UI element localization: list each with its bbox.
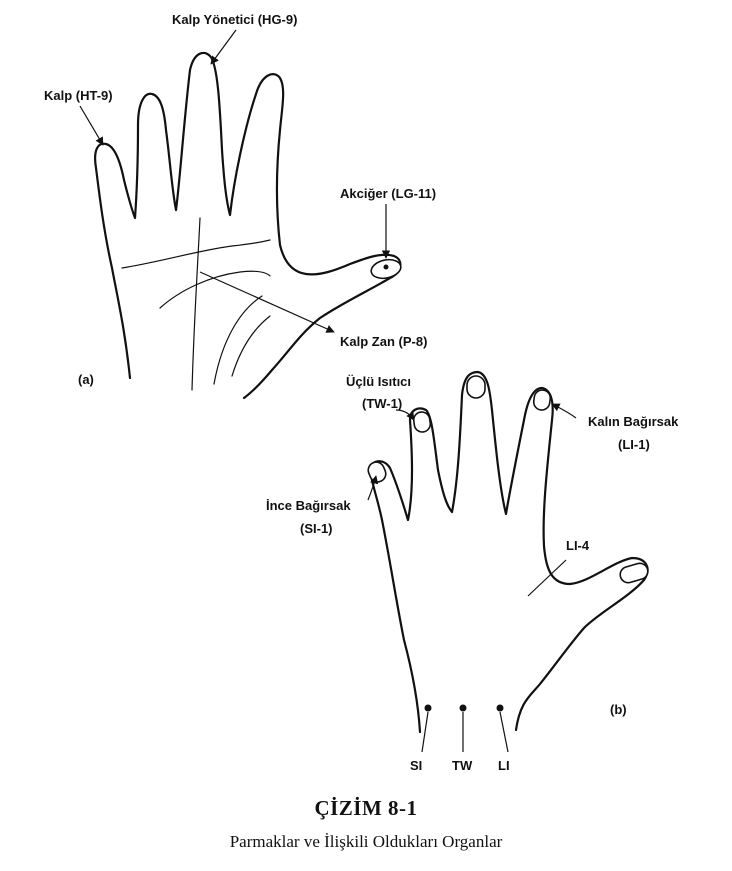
- wrist-point-tw: [459, 704, 467, 712]
- leader-p8: [199, 271, 335, 333]
- palm-crease-extra: [231, 315, 271, 377]
- hand-b-dorsal: [367, 370, 649, 734]
- hand-b-outline: [368, 370, 649, 734]
- wrist-leader-li: [499, 711, 509, 753]
- label-hg9: Kalp Yönetici (HG-9): [172, 12, 297, 27]
- leader-li4: [527, 559, 567, 597]
- leader-tw1: [395, 409, 415, 421]
- wrist-point-li: [496, 704, 504, 712]
- label-wrist-li: LI: [498, 758, 510, 773]
- label-lg11: Akciğer (LG-11): [340, 186, 436, 201]
- point-lg11: [383, 264, 389, 270]
- wrist-point-si: [424, 704, 432, 712]
- label-li1-line2: (LI-1): [618, 437, 650, 452]
- palm-crease-lower: [213, 295, 263, 385]
- leader-ht9: [79, 105, 104, 146]
- label-si1-line2: (SI-1): [300, 521, 333, 536]
- ring-nail-b: [466, 375, 486, 399]
- figure-subtitle: Parmaklar ve İlişkili Oldukları Organlar: [229, 832, 503, 851]
- label-wrist-si: SI: [410, 758, 422, 773]
- label-tw1-line2: (TW-1): [362, 396, 402, 411]
- label-li1-line1: Kalın Bağırsak: [588, 414, 679, 429]
- wrist-leader-si: [421, 711, 429, 753]
- label-li4: LI-4: [566, 538, 590, 553]
- palm-crease-life: [191, 217, 201, 391]
- label-wrist-tw: TW: [452, 758, 473, 773]
- pinky-nail-b: [532, 389, 552, 411]
- figure-title: ÇİZİM 8-1: [314, 796, 418, 820]
- label-p8: Kalp Zan (P-8): [340, 334, 427, 349]
- label-tw1-line1: Üçlü Isıtıcı: [346, 374, 411, 389]
- middle-nail-b: [412, 411, 432, 433]
- label-ht9: Kalp (HT-9): [44, 88, 113, 103]
- leaders-a: [79, 29, 391, 333]
- palm-crease-head: [159, 270, 271, 309]
- leader-si1: [367, 475, 379, 501]
- label-panel-a: (a): [78, 372, 94, 387]
- leaders-b: [367, 403, 577, 753]
- leader-li1: [551, 403, 577, 419]
- label-si1-line1: İnce Bağırsak: [266, 498, 351, 513]
- label-panel-b: (b): [610, 702, 627, 717]
- palm-crease-heart: [121, 239, 271, 269]
- thumb-nail-b: [619, 562, 649, 584]
- leader-hg9: [210, 29, 237, 65]
